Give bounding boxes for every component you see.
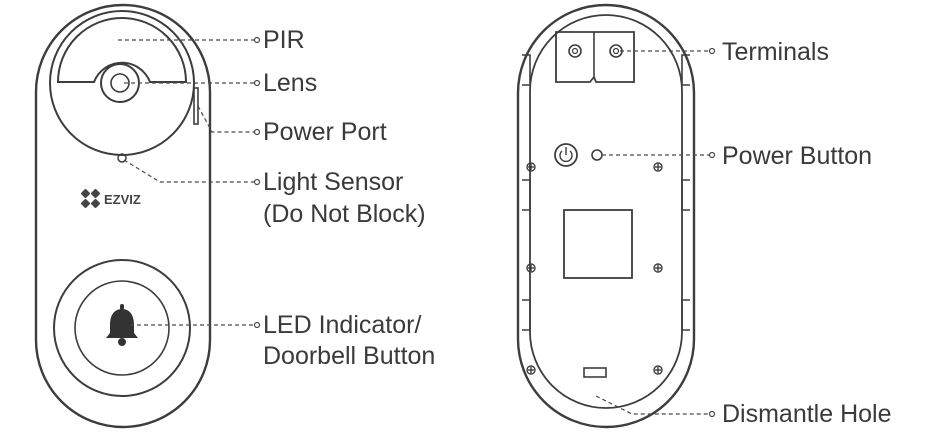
back-label-area — [563, 209, 633, 279]
back-screws — [526, 162, 663, 375]
power-button-led — [591, 149, 603, 161]
leader-power-port-end — [253, 128, 261, 136]
leader-light-sensor-end — [253, 178, 261, 186]
label-power-button: Power Button — [722, 142, 873, 170]
dismantle-hole — [583, 367, 607, 378]
power-button-icon — [554, 143, 578, 167]
label-lens: Lens — [263, 69, 318, 97]
leader-light-sensor — [123, 159, 255, 183]
back-body-outline — [516, 3, 696, 429]
terminal-screw-left — [568, 44, 582, 58]
label-power-port: Power Port — [263, 118, 387, 146]
terminal-block — [555, 31, 635, 83]
power-port — [193, 87, 199, 125]
label-dismantle-hole: Dismantle Hole — [722, 400, 892, 428]
leader-terminals-end — [708, 47, 716, 55]
light-sensor — [117, 153, 127, 163]
leader-dismantle-hole-end — [708, 410, 716, 418]
label-led-indicator: LED Indicator/ — [263, 311, 422, 339]
label-light-sensor-note: (Do Not Block) — [263, 200, 426, 228]
label-doorbell-button: Doorbell Button — [263, 342, 436, 370]
ezviz-logo-text: EZVIZ — [104, 192, 141, 207]
ezviz-logo-icon — [80, 188, 101, 209]
leader-dismantle-hole — [595, 395, 710, 415]
button-ring-inner — [74, 280, 170, 376]
back-plate — [529, 14, 683, 409]
leader-pir-end — [253, 36, 261, 44]
label-light-sensor: Light Sensor — [263, 168, 404, 196]
front-body-outline — [34, 3, 212, 429]
back-view — [516, 3, 716, 429]
bell-icon — [106, 304, 138, 346]
leader-power-port — [197, 105, 255, 133]
button-ring-outer — [53, 259, 191, 397]
label-terminals: Terminals — [722, 38, 829, 66]
leader-lens-end — [253, 79, 261, 87]
leader-power-button-end — [708, 151, 716, 159]
label-pir: PIR — [263, 26, 305, 54]
lens-inner — [110, 73, 130, 93]
leader-led-end — [253, 321, 261, 329]
front-view: EZVIZ — [34, 3, 261, 429]
